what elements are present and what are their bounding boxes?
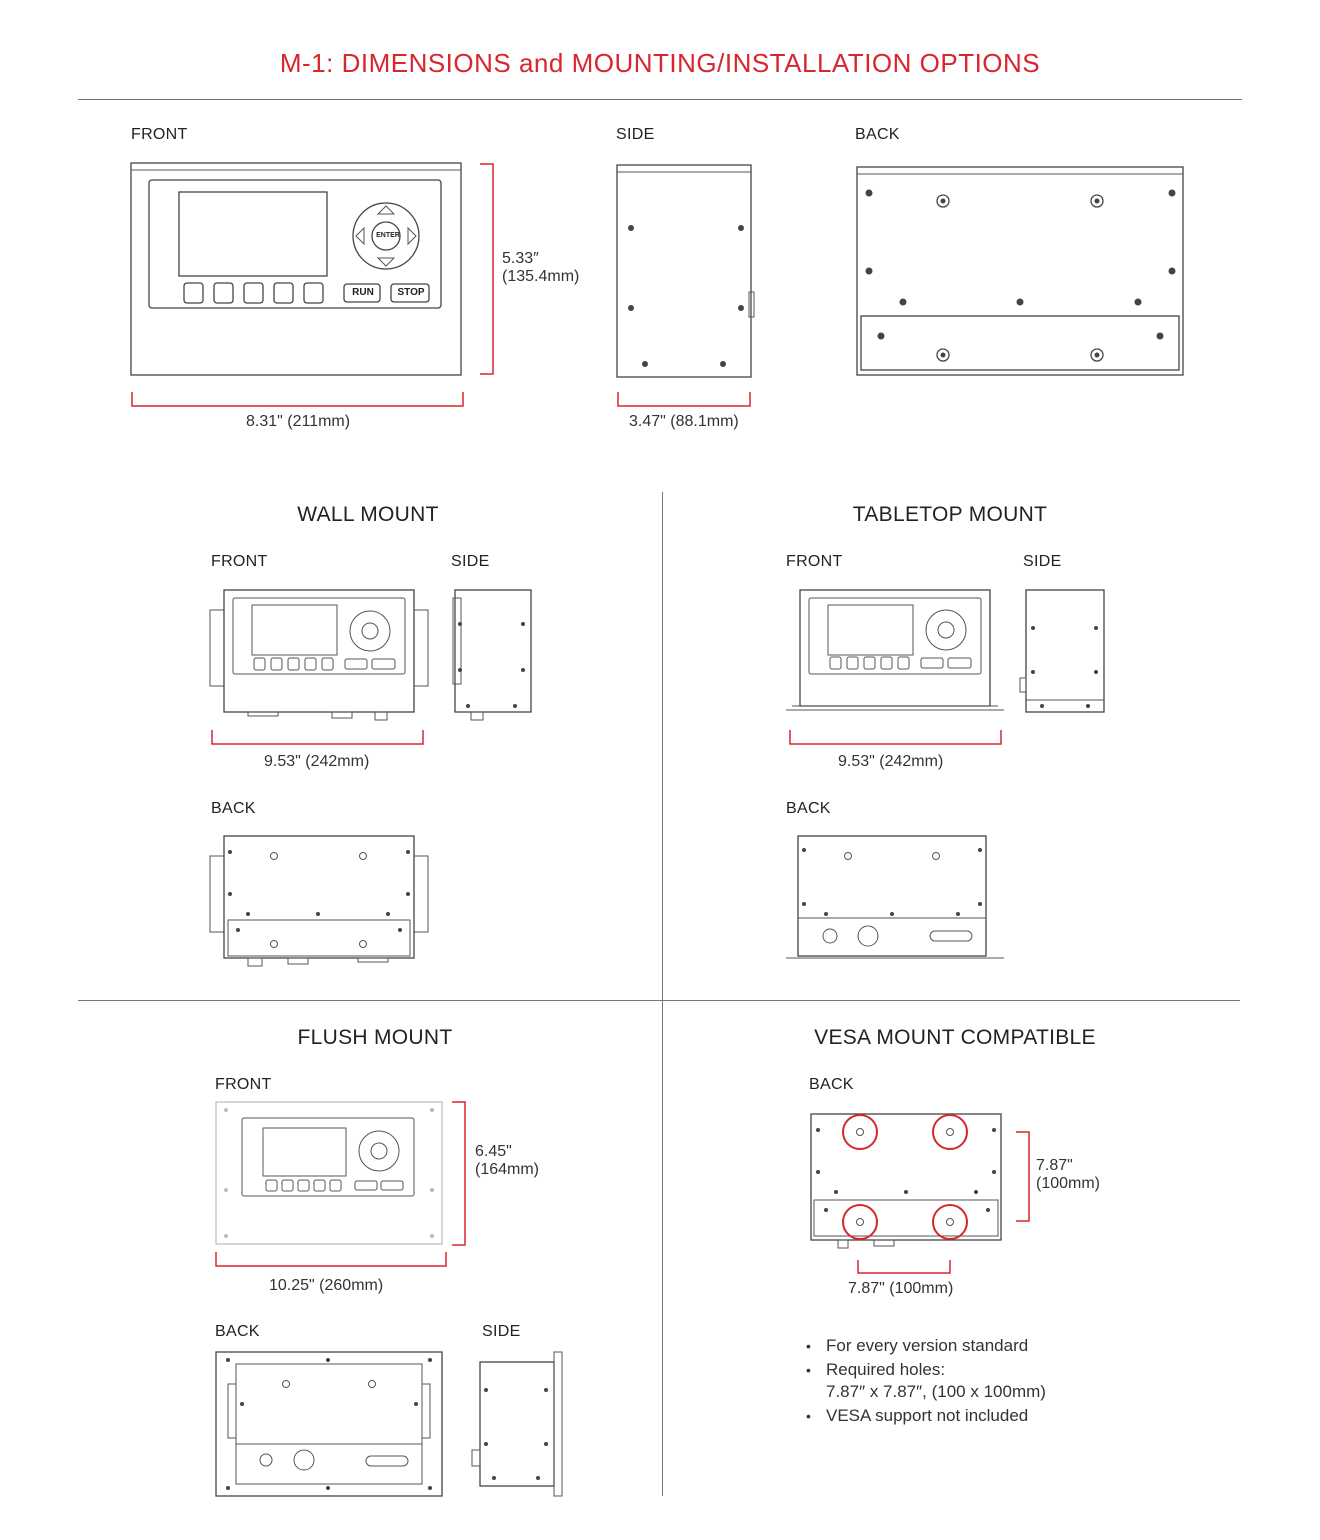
grid-vertical-divider [662,492,663,1496]
vesa-width-bracket [857,1260,951,1274]
tabletop-width-bracket [789,730,1002,745]
title-divider [78,99,1242,100]
flush-height-bracket [452,1101,466,1246]
page-title: M-1: DIMENSIONS and MOUNTING/INSTALLATIO… [279,48,1041,78]
vesa-mount-title: VESA MOUNT COMPATIBLE [814,1026,1096,1049]
top-height-dim-mm: (135.4mm) [502,268,580,285]
vesa-note-item: For every version standard [806,1334,1106,1358]
top-back-drawing [856,166,1184,376]
wall-side-drawing [452,589,532,721]
wall-width-bracket [211,730,424,745]
tabletop-back-label: BACK [786,800,831,817]
top-back-label: BACK [855,126,900,143]
top-side-label: SIDE [616,126,655,143]
wall-side-label: SIDE [451,553,490,570]
tabletop-front-label: FRONT [786,553,843,570]
tabletop-front-drawing [786,589,1004,711]
top-enter-button-label: ENTER [376,232,400,239]
vesa-height-dimension: 7.87" (100mm) [1036,1157,1100,1193]
top-run-button-label: RUN [352,287,374,298]
top-height-dimension: 5.33″ (135.4mm) [502,250,579,286]
wall-front-label: FRONT [211,553,268,570]
flush-front-label: FRONT [215,1076,272,1093]
top-depth-dimension: 3.47" (88.1mm) [629,413,739,430]
top-height-dim-inches: 5.33″ [502,250,539,267]
flush-side-label: SIDE [482,1323,521,1340]
top-stop-button-label: STOP [397,287,425,298]
vesa-height-dim-mm: (100mm) [1036,1175,1101,1192]
flush-front-drawing [215,1101,443,1245]
top-front-drawing [130,162,462,376]
vesa-height-bracket [1016,1131,1030,1222]
wall-front-drawing [209,589,429,721]
wall-back-drawing [209,835,429,967]
top-height-bracket [480,163,494,375]
top-side-drawing [616,164,755,378]
top-depth-bracket [617,392,751,407]
flush-height-dim-inches: 6.45" [475,1143,512,1160]
flush-width-bracket [215,1252,447,1267]
flush-height-dim-mm: (164mm) [475,1161,540,1178]
tabletop-mount-title: TABLETOP MOUNT [852,503,1048,526]
vesa-width-dimension: 7.87" (100mm) [848,1280,954,1297]
vesa-notes-list: For every version standard Required hole… [806,1334,1106,1428]
top-front-label: FRONT [131,126,188,143]
flush-mount-title: FLUSH MOUNT [297,1026,453,1049]
wall-back-label: BACK [211,800,256,817]
vesa-note-item: VESA support not included [806,1404,1106,1428]
vesa-back-drawing [810,1113,1002,1249]
vesa-note-item-continued: 7.87″ x 7.87″, (100 x 100mm) [826,1382,1046,1401]
tabletop-back-drawing [786,835,1004,959]
tabletop-side-label: SIDE [1023,553,1062,570]
grid-horizontal-divider [78,1000,1240,1001]
vesa-height-dim-inches: 7.87" [1036,1157,1073,1174]
flush-back-drawing [215,1351,443,1497]
wall-mount-title: WALL MOUNT [297,503,439,526]
flush-height-dimension: 6.45" (164mm) [475,1143,539,1179]
vesa-note-item: Required holes: [806,1358,1106,1382]
flush-back-label: BACK [215,1323,260,1340]
top-width-dimension: 8.31" (211mm) [246,413,351,430]
tabletop-side-drawing [1019,589,1105,713]
top-width-bracket [131,392,464,407]
flush-width-dimension: 10.25" (260mm) [269,1277,384,1294]
flush-side-drawing [471,1351,563,1497]
wall-width-dimension: 9.53" (242mm) [264,753,370,770]
tabletop-width-dimension: 9.53" (242mm) [838,753,944,770]
vesa-back-label: BACK [809,1076,854,1093]
